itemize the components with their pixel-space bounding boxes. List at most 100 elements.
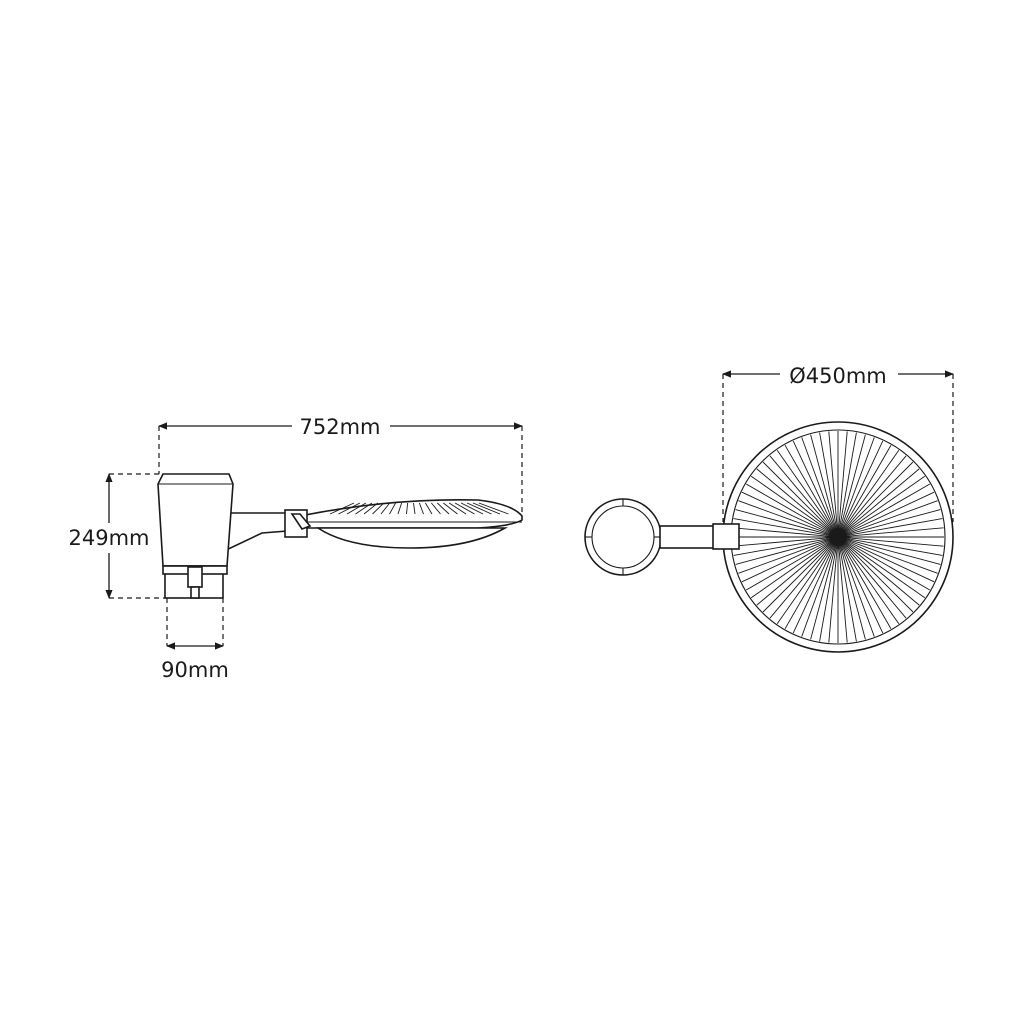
- lamp-head-top: [722, 421, 954, 653]
- radial-rib: [844, 483, 931, 534]
- pole-ring-top: [584, 498, 662, 576]
- pole-adapter-side: [157, 473, 234, 599]
- radial-rib: [792, 440, 836, 530]
- dish-ribs: [329, 502, 509, 515]
- radial-rib: [828, 431, 838, 530]
- dish-rib: [460, 502, 484, 515]
- radial-rib: [732, 537, 831, 547]
- radial-rib: [762, 542, 833, 613]
- radial-rib: [769, 542, 834, 619]
- dish-rib: [448, 502, 467, 515]
- dish-rib: [389, 502, 396, 515]
- radial-rib: [735, 509, 831, 536]
- length-dimension: 752mm: [158, 415, 523, 516]
- radial-rib: [819, 432, 838, 530]
- radial-rib: [819, 544, 838, 642]
- radial-rib: [839, 544, 866, 640]
- radial-rib: [843, 541, 920, 606]
- radial-rib: [845, 518, 943, 537]
- dish-rib: [380, 502, 391, 515]
- radial-rib: [845, 537, 943, 556]
- radial-rib: [756, 541, 833, 606]
- radial-rib: [745, 483, 832, 534]
- width-dimension: 90mm: [161, 598, 229, 682]
- dish-rib: [413, 502, 416, 515]
- radial-rib: [756, 468, 833, 533]
- radial-rib: [784, 543, 835, 630]
- radial-rib: [841, 444, 892, 531]
- lamp-head-side: [299, 499, 523, 549]
- dish-rib: [443, 502, 458, 515]
- radial-rib: [845, 500, 938, 535]
- length-label: 752mm: [300, 415, 381, 439]
- radial-rib: [845, 539, 935, 583]
- radial-rib: [845, 509, 941, 536]
- radial-rib: [792, 544, 836, 634]
- radial-rib: [801, 544, 836, 637]
- width-label: 90mm: [161, 658, 229, 682]
- radial-rib: [840, 544, 875, 637]
- diameter-label: Ø450mm: [789, 364, 887, 388]
- dish-rib: [346, 502, 367, 515]
- radial-rib: [776, 449, 834, 531]
- radial-rib: [769, 455, 834, 532]
- radial-rib: [732, 527, 831, 537]
- dish-rib: [431, 502, 441, 515]
- radial-rib: [842, 543, 900, 625]
- radial-rib: [842, 455, 907, 532]
- radial-rib: [838, 432, 857, 530]
- radial-rib: [810, 434, 837, 530]
- dish-rib: [425, 502, 433, 515]
- radial-rib: [838, 431, 848, 530]
- radial-rib: [784, 444, 835, 531]
- dish-rib: [355, 502, 373, 515]
- radial-rib: [845, 491, 935, 535]
- radial-rib: [843, 468, 920, 533]
- radial-rib: [776, 543, 834, 625]
- radial-rib: [762, 461, 833, 532]
- radial-rib: [733, 518, 831, 537]
- radial-rib: [840, 544, 884, 634]
- center-hub: [829, 528, 847, 546]
- dish-rib: [454, 502, 475, 515]
- dish-rib: [338, 502, 361, 515]
- radial-rib: [841, 543, 892, 630]
- mounting-arm-side: [220, 509, 312, 554]
- radial-rib: [845, 537, 944, 547]
- arm-clamp-top: [712, 523, 740, 550]
- top-view: Ø450mm: [584, 364, 954, 653]
- radial-ribs: [732, 431, 944, 643]
- radial-rib: [842, 449, 900, 531]
- radial-rib: [801, 437, 836, 530]
- dish-rib: [472, 502, 501, 515]
- dish-rib: [418, 502, 424, 515]
- radial-rib: [845, 539, 938, 574]
- dish-rib: [406, 502, 409, 515]
- radial-rib: [844, 541, 926, 599]
- radial-rib: [810, 544, 837, 640]
- radial-rib: [844, 540, 931, 591]
- radial-rib: [738, 500, 831, 535]
- dish-rib: [436, 502, 450, 515]
- dish-rib: [372, 502, 385, 515]
- radial-rib: [750, 541, 832, 599]
- dish-rib: [363, 502, 379, 515]
- radial-rib: [843, 461, 914, 532]
- radial-rib: [845, 538, 941, 565]
- radial-rib: [843, 542, 914, 613]
- radial-rib: [840, 437, 875, 530]
- radial-rib: [741, 539, 831, 583]
- radial-rib: [733, 537, 831, 556]
- mounting-arm-top: [659, 525, 717, 549]
- dish-rib: [478, 502, 509, 515]
- radial-rib: [845, 527, 944, 537]
- radial-rib: [745, 540, 832, 591]
- radial-rib: [738, 539, 831, 574]
- dish-rib: [466, 502, 492, 515]
- side-view: 752mm 249mm 90mm: [69, 415, 523, 682]
- dish-rib: [397, 502, 403, 515]
- radial-rib: [838, 544, 857, 642]
- dish-rib: [329, 502, 355, 515]
- diameter-dimension: Ø450mm: [722, 364, 954, 522]
